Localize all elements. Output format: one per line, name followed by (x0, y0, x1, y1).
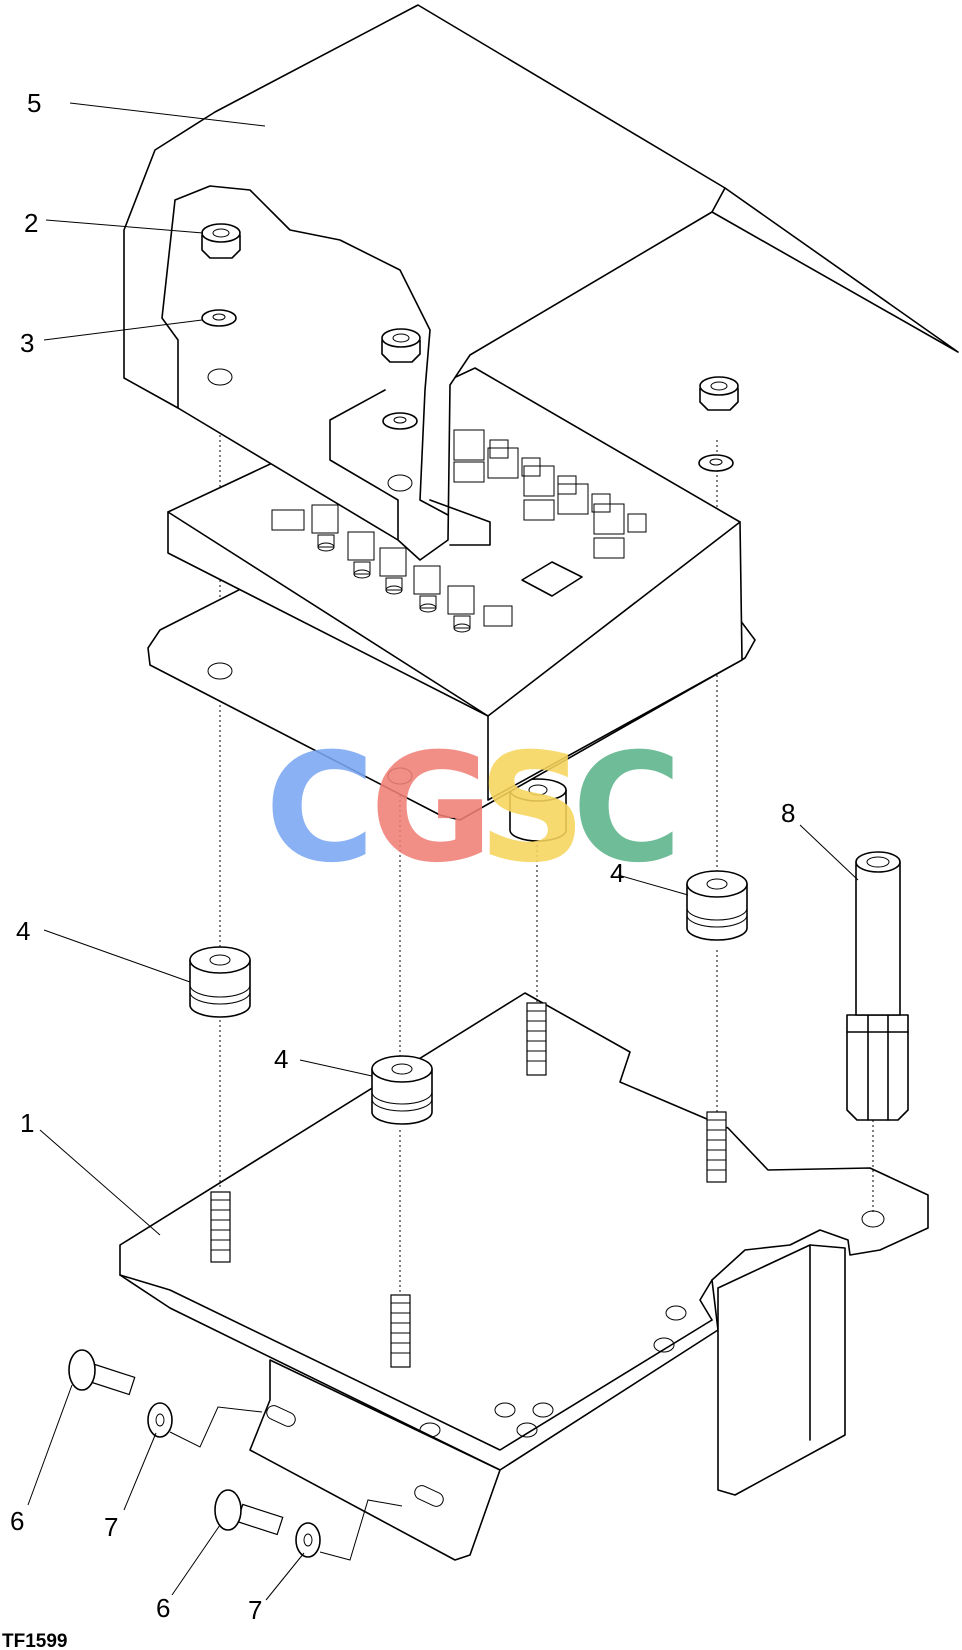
callout-6-upper: 6 (10, 1506, 24, 1536)
callout-1: 1 (20, 1108, 34, 1138)
callout-6-lower: 6 (156, 1593, 170, 1623)
callout-5: 5 (27, 88, 41, 118)
watermark-letter-4: C (572, 722, 682, 896)
callout-4-left: 4 (16, 916, 30, 946)
nuts-and-washers (201, 223, 739, 472)
stud-bolts (210, 1002, 727, 1368)
isolator-right (686, 870, 748, 941)
callout-labels: 5 2 3 4 4 4 8 1 6 7 6 7 (10, 88, 795, 1625)
callout-7-lower: 7 (248, 1595, 262, 1625)
leader-lines (27, 102, 859, 1601)
callout-4-center: 4 (274, 1044, 288, 1074)
nut-center (381, 328, 421, 363)
bolt-upper (68, 1349, 136, 1396)
callout-4-right: 4 (610, 858, 624, 888)
watermark-logo: C G S C (265, 722, 682, 896)
watermark-letter-1: C (265, 722, 375, 896)
nut-left (201, 223, 241, 259)
cover (123, 4, 959, 561)
watermark-letter-3: S (478, 722, 586, 896)
mounting-plate (119, 992, 929, 1561)
callout-7-upper: 7 (104, 1512, 118, 1542)
isolator-left (189, 946, 251, 1018)
washer-right (698, 454, 734, 472)
washer-upper (147, 1402, 173, 1438)
washer-center (382, 412, 418, 430)
bolts-and-washers (68, 1349, 403, 1561)
isolator-center (371, 1055, 433, 1125)
washer-left (201, 309, 237, 327)
rubber-isolators (189, 778, 748, 1125)
callout-8: 8 (781, 798, 795, 828)
nut-right (699, 376, 739, 411)
washer-lower (295, 1522, 321, 1558)
callout-3: 3 (20, 328, 34, 358)
bolt-lower (214, 1489, 284, 1536)
callout-2: 2 (24, 208, 38, 238)
figure-id: TF1599 (2, 1631, 67, 1650)
watermark-letter-2: G (370, 722, 493, 896)
standoff (846, 851, 909, 1121)
